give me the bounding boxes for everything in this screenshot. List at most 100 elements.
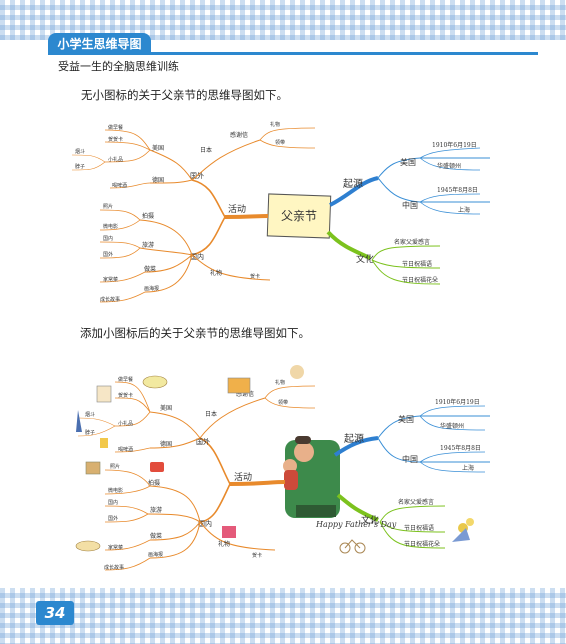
thanks-letter-2: 感谢信 (236, 390, 254, 398)
origin-china: 中国 (402, 200, 418, 210)
father-child-picture (283, 436, 340, 518)
bottom-checker-band (0, 588, 566, 644)
happy-fathers-day-text: Happy Father's Day (315, 520, 397, 529)
series-title: 小学生思维导图 (57, 37, 142, 51)
caption-second: 添加小图标后的关于父亲节的思维导图如下。 (80, 326, 310, 340)
usa-small-gift: 小礼品 (108, 156, 123, 163)
envelope-icon (227, 377, 251, 394)
dom-cooking-2: 做菜 (150, 532, 162, 540)
mindmap-plain: 父亲节 起源 美国 1910年6月19日 华盛顿州 中国 1945年8月8日 上… (71, 121, 490, 303)
caption-first: 无小图标的关于父亲节的思维导图如下。 (81, 88, 288, 102)
origin-usa-place-2: 华盛顿州 (440, 422, 464, 430)
series-title-tab: 小学生思维导图 (48, 33, 151, 52)
card-icon (96, 385, 112, 403)
travel-overseas: 国外 (103, 251, 113, 258)
japan-gift-2: 礼物 (275, 379, 285, 386)
kid-icon (290, 365, 304, 379)
abroad-label-2: 国外 (196, 437, 210, 446)
gift-box-icon (222, 526, 236, 538)
bouquet-icon (452, 518, 474, 542)
usa-breakfast-2: 做早餐 (118, 376, 133, 383)
gift-pipe: 烟斗 (75, 148, 85, 155)
tie-icon (76, 410, 82, 432)
beer-icon (100, 438, 108, 448)
poster-story-2: 成长故事 (104, 564, 124, 571)
center-label: 父亲节 (281, 209, 317, 223)
gifts-card-2: 贺卡 (252, 552, 262, 559)
japan-label: 日本 (200, 146, 212, 154)
origin-usa: 美国 (400, 157, 416, 167)
origin-label: 起源 (343, 177, 363, 190)
dom-gifts: 礼物 (210, 269, 222, 277)
dom-cooking: 做菜 (144, 265, 156, 273)
culture-label: 文化 (356, 253, 374, 265)
activity-label-2: 活动 (234, 471, 252, 483)
camera-icon (150, 462, 164, 472)
usa-card-2: 贺贺卡 (118, 392, 133, 399)
page-number: 34 (36, 601, 74, 625)
travel-overseas-2: 国外 (108, 515, 118, 522)
usa-breakfast: 做早餐 (108, 124, 123, 131)
japan-gift: 礼物 (270, 121, 280, 128)
photo-frame-icon (85, 461, 101, 475)
dom-poster: 画海报 (144, 285, 159, 292)
origin-usa-date: 1910年6月19日 (432, 141, 477, 149)
usa-small-gift-2: 小礼品 (118, 420, 133, 427)
shoot-film: 微电影 (103, 223, 118, 230)
dom-shoot-2: 拍摄 (148, 479, 160, 487)
dom-travel-2: 旅游 (150, 506, 162, 514)
mindmap-illustrated: 起源 美国 1910年6月19日 华盛顿州 中国 1945年8月8日 上海 文化… (75, 365, 490, 571)
dom-travel: 旅游 (142, 241, 154, 249)
abroad-usa-2: 美国 (160, 404, 172, 412)
culture-flower: 节日祝福花朵 (402, 276, 438, 284)
origin-usa-place: 华盛顿州 (437, 162, 461, 170)
origin-china-2: 中国 (402, 454, 418, 464)
germany-beer: 喝啤酒 (112, 182, 127, 189)
japan-tie-2: 领带 (278, 399, 288, 406)
domestic-label: 国内 (190, 252, 204, 261)
origin-usa-date-2: 1910年6月19日 (435, 398, 480, 406)
germany-beer-2: 喝啤酒 (118, 446, 133, 453)
gift-pipe-2: 烟斗 (85, 411, 95, 418)
travel-home-2: 国内 (108, 499, 118, 506)
gift-neck-2: 脖子 (85, 429, 95, 436)
culture-greetings: 节日祝福语 (402, 260, 432, 268)
japan-tie: 领带 (275, 139, 285, 146)
travel-home: 国内 (103, 235, 113, 242)
origin-china-date: 1945年8月8日 (437, 186, 478, 194)
origin-china-place-2: 上海 (462, 464, 474, 472)
header-rule (48, 52, 538, 55)
origin-usa-2: 美国 (398, 414, 414, 424)
abroad-germany: 德国 (152, 176, 164, 184)
shoot-photo-2: 照片 (110, 463, 120, 470)
abroad-germany-2: 德国 (160, 440, 172, 448)
japan-label-2: 日本 (205, 410, 217, 418)
subtitle: 受益一生的全脑思维训练 (58, 60, 179, 73)
abroad-usa: 美国 (152, 144, 164, 152)
cook-home-dish: 家常菜 (103, 276, 118, 283)
culture-flower-2: 节日祝福花朵 (404, 540, 440, 548)
thanks-letter: 感谢信 (230, 131, 248, 139)
dish-icon (75, 540, 101, 552)
gift-neck: 脖子 (75, 163, 85, 170)
shoot-photo: 照片 (103, 203, 113, 210)
bike-icon (339, 542, 351, 554)
shoot-film-2: 微电影 (108, 487, 123, 494)
center-note (266, 193, 332, 239)
domestic-label-2: 国内 (198, 519, 212, 528)
origin-china-place: 上海 (458, 206, 470, 214)
culture-quotes: 名家父爱感言 (394, 238, 430, 246)
activity-label: 活动 (228, 203, 246, 215)
gifts-card: 贺卡 (250, 273, 260, 280)
usa-card: 贺贺卡 (108, 136, 123, 143)
culture-label-2: 文化 (361, 514, 379, 526)
culture-greetings-2: 节日祝福语 (404, 524, 434, 532)
cook-home-dish-2: 家常菜 (108, 544, 123, 551)
breakfast-icon (142, 375, 168, 389)
dom-poster-2: 画海报 (148, 551, 163, 558)
poster-story: 成长故事 (100, 296, 120, 303)
origin-china-date-2: 1945年8月8日 (440, 444, 481, 452)
origin-label-2: 起源 (344, 432, 364, 445)
dom-gifts-2: 礼物 (218, 540, 230, 548)
